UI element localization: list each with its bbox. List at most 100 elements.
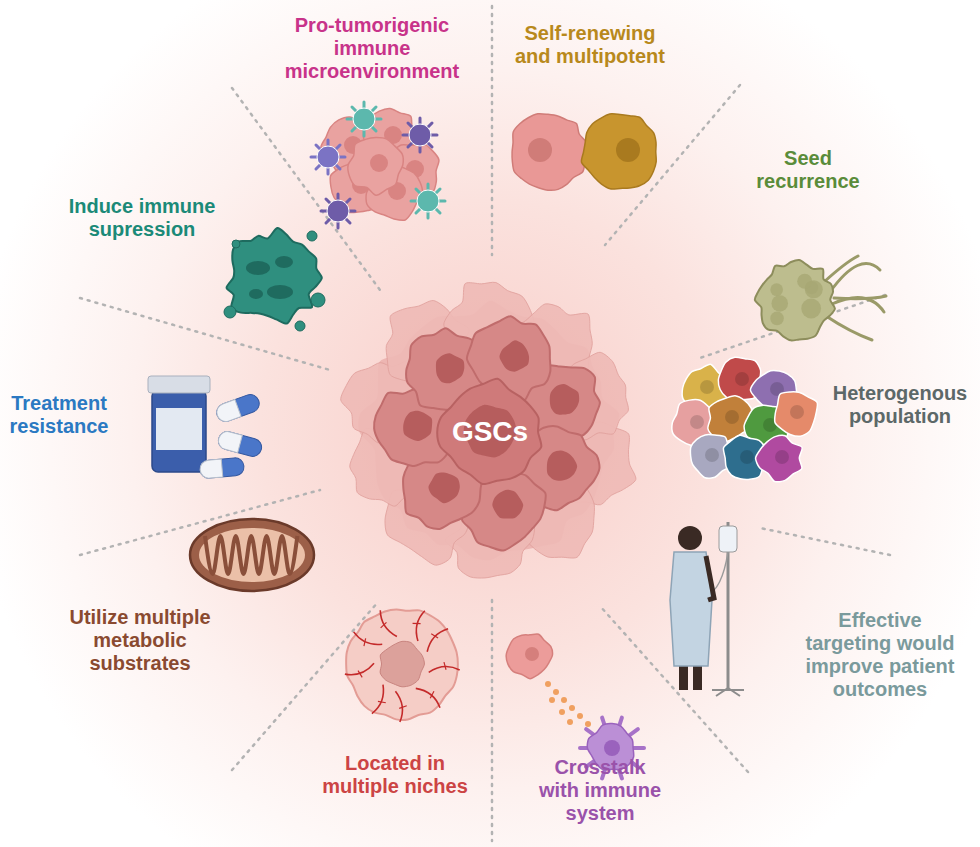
suppressed-immune-cell-art xyxy=(232,240,240,248)
feature-label: Located in multiple niches xyxy=(320,752,470,798)
tumor-niche-art xyxy=(416,611,425,641)
patient-art xyxy=(706,556,714,600)
patient-art xyxy=(712,688,744,696)
divider-line xyxy=(491,600,494,841)
pill-bottle-art xyxy=(216,430,263,459)
suppressed-immune-cell-art xyxy=(227,228,322,324)
heterogeneous-cells-art xyxy=(790,405,804,419)
cell-crosstalk-art xyxy=(559,709,565,715)
suppressed-immune-cell-art xyxy=(307,231,317,241)
suppressed-immune-cell-art xyxy=(295,321,305,331)
recurrent-tumor-art xyxy=(824,256,858,282)
suppressed-immune-cell-art xyxy=(275,256,293,268)
feature-label: Seed recurrence xyxy=(748,147,868,193)
recurrent-tumor-art xyxy=(826,316,872,340)
pill-bottle-art xyxy=(199,459,222,479)
feature-label: Utilize multiple metabolic substrates xyxy=(65,606,215,675)
feature-label: Heterogenous population xyxy=(828,382,973,428)
cell-crosstalk-art xyxy=(577,713,583,719)
cell-crosstalk-art xyxy=(525,647,539,661)
tumor-niche-art xyxy=(381,622,387,627)
divider-line xyxy=(760,528,890,555)
cell-cluster-shape xyxy=(547,451,577,481)
pill-bottle-art xyxy=(214,392,262,424)
feature-label: Self-renewing and multipotent xyxy=(510,22,670,68)
cell-cluster-shape xyxy=(437,379,541,484)
cell-cluster-node: GSCs xyxy=(330,272,650,592)
suppressed-immune-cell-art xyxy=(267,285,293,299)
cell-cluster-shape xyxy=(428,472,459,503)
cell-crosstalk-art xyxy=(506,634,552,679)
tumor-niche-art xyxy=(364,638,366,646)
recurrent-tumor-art xyxy=(771,295,788,312)
patient-art xyxy=(670,552,712,666)
tumor-niche-art xyxy=(431,634,438,638)
tumor-niche-art xyxy=(358,671,362,678)
pill-bottle-art xyxy=(199,457,244,479)
suppressed-immune-cell-art xyxy=(224,306,236,318)
tumor-niche-art xyxy=(380,641,424,687)
suppressed-immune-cell-art xyxy=(249,289,263,299)
suppressed-immune-cell-art xyxy=(224,228,325,331)
tumor-niche-art xyxy=(416,688,440,707)
cell-cluster-shape xyxy=(403,411,432,441)
feature-label: Induce immune supression xyxy=(52,195,232,241)
cell-crosstalk-art xyxy=(604,740,620,756)
immune-microenvironment-art xyxy=(417,190,439,212)
cell-crosstalk-art xyxy=(553,689,559,695)
cell-crosstalk-art xyxy=(585,721,591,727)
heterogeneous-cells-art xyxy=(672,357,817,482)
suppressed-immune-cell-art xyxy=(246,261,270,275)
divider-line xyxy=(491,6,494,255)
pill-bottle-art xyxy=(216,430,263,459)
recurrent-tumor-art xyxy=(797,274,812,289)
pill-bottle-art xyxy=(214,392,262,424)
immune-microenvironment-art xyxy=(353,108,375,130)
recurrent-tumor-art xyxy=(834,296,886,299)
feature-label: Effective targeting would improve patien… xyxy=(803,609,958,701)
patient-art xyxy=(678,526,702,550)
cell-cluster-shape xyxy=(341,282,636,578)
recurrent-tumor-art xyxy=(755,256,886,340)
immune-microenvironment-art xyxy=(311,102,445,228)
tumor-niche-art xyxy=(372,685,384,714)
recurrent-tumor-art xyxy=(801,299,821,319)
heterogeneous-cells-art xyxy=(705,448,719,462)
mitochondrion-art xyxy=(190,519,314,591)
heterogeneous-cells-art xyxy=(690,415,704,429)
patient-art xyxy=(719,526,737,552)
pill-bottle-art xyxy=(199,457,244,479)
dividing-cell-art xyxy=(616,138,640,162)
tumor-niche-art xyxy=(354,632,383,645)
dividing-cell-art xyxy=(528,138,552,162)
immune-microenvironment-art xyxy=(370,154,388,172)
immune-microenvironment-art xyxy=(317,146,339,168)
dividing-cell-art xyxy=(512,114,656,191)
pill-bottle-art xyxy=(214,400,241,424)
cell-cluster-shape xyxy=(436,353,464,383)
recurrent-tumor-art xyxy=(830,264,880,292)
tumor-niche-art xyxy=(380,610,397,636)
cell-crosstalk-art xyxy=(545,681,551,687)
immune-microenvironment-art xyxy=(409,124,431,146)
heterogeneous-cells-art xyxy=(725,410,739,424)
pill-bottle-art xyxy=(152,390,206,472)
illustration xyxy=(148,102,886,778)
heterogeneous-cells-art xyxy=(775,450,789,464)
heterogeneous-cells-art xyxy=(735,372,749,386)
patient-art xyxy=(670,522,744,696)
cell-crosstalk-art xyxy=(561,697,567,703)
tumor-niche-art xyxy=(395,691,402,722)
heterogeneous-cells-art xyxy=(700,380,714,394)
heterogeneous-cells-art xyxy=(775,392,818,436)
mitochondrion-art xyxy=(199,528,305,582)
suppressed-immune-cell-art xyxy=(311,293,325,307)
feature-label: Crosstalk with immune system xyxy=(535,756,665,825)
mitochondrion-art xyxy=(205,536,297,574)
cell-cluster-shape xyxy=(499,340,529,371)
pill-bottle-art xyxy=(148,376,210,393)
feature-label: Treatment resistance xyxy=(4,392,114,438)
tumor-niche-art xyxy=(345,610,460,722)
dividing-cell-art xyxy=(512,114,586,191)
cell-cluster-shape xyxy=(550,384,579,415)
